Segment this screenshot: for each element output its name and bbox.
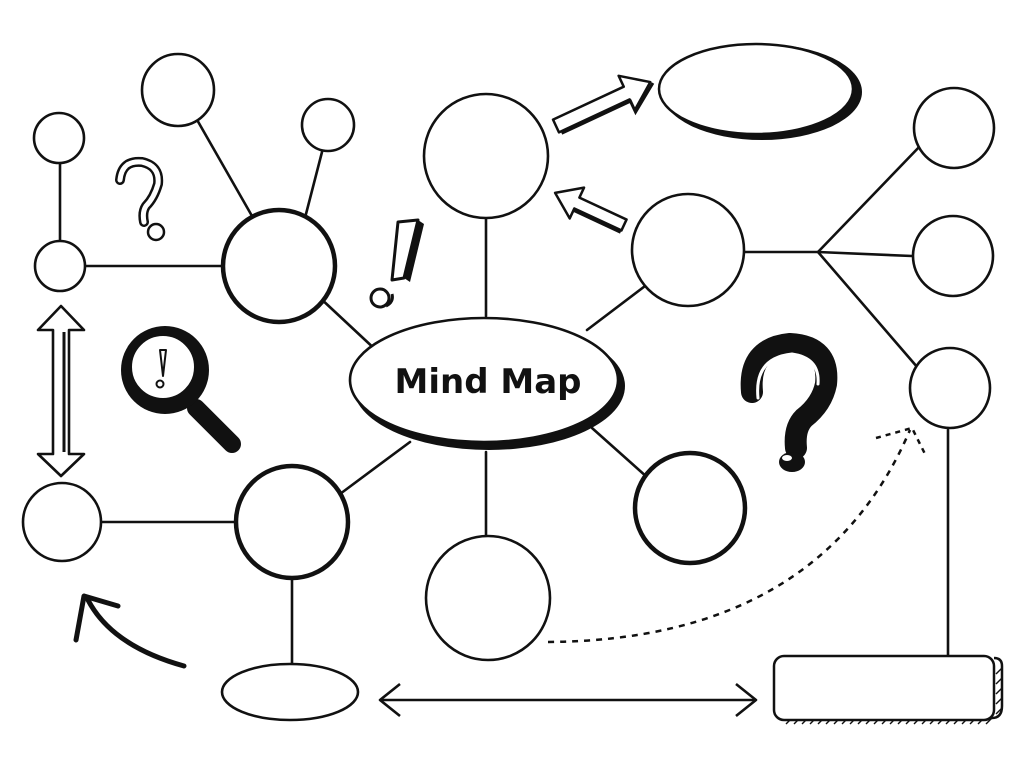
central-node[interactable]: Mind Map: [348, 316, 625, 450]
double-arrow-horizontal-icon: [378, 682, 758, 718]
central-topic-label: Mind Map: [395, 362, 582, 402]
magnifier-icon: [121, 326, 241, 453]
curved-arrow-icon: [73, 593, 187, 669]
node-far-left-top[interactable]: [32, 111, 86, 165]
node-top-right-ellipse[interactable]: [657, 42, 862, 140]
double-arrow-vertical-icon: [36, 304, 86, 478]
node-upper-left-2[interactable]: [300, 97, 356, 153]
node-upper-left[interactable]: [220, 207, 338, 325]
node-right-2[interactable]: [911, 214, 995, 298]
question-mark-icon: [115, 156, 166, 242]
connectors: [58, 116, 950, 666]
node-upper-left-1[interactable]: [140, 52, 216, 128]
node-right[interactable]: [630, 192, 746, 308]
arrows: [36, 74, 928, 718]
nodes: [21, 42, 1004, 725]
exclamation-mark-icon: [369, 218, 424, 309]
node-bottom-right-box[interactable]: [772, 654, 1004, 725]
node-right-3[interactable]: [908, 346, 992, 430]
dotted-arrow-icon: [547, 426, 928, 644]
node-lower-right[interactable]: [632, 450, 748, 566]
node-far-left-bottom[interactable]: [21, 481, 103, 563]
node-bottom[interactable]: [424, 534, 552, 662]
block-arrow-left-icon: [553, 186, 628, 234]
node-bottom-ellipse[interactable]: [220, 662, 360, 722]
node-right-1[interactable]: [912, 86, 996, 170]
big-question-mark-icon: [740, 332, 838, 472]
node-top[interactable]: [422, 92, 550, 220]
block-arrow-up-right-icon: [551, 74, 655, 135]
node-far-left[interactable]: [33, 239, 87, 293]
node-lower-left[interactable]: [233, 463, 351, 581]
